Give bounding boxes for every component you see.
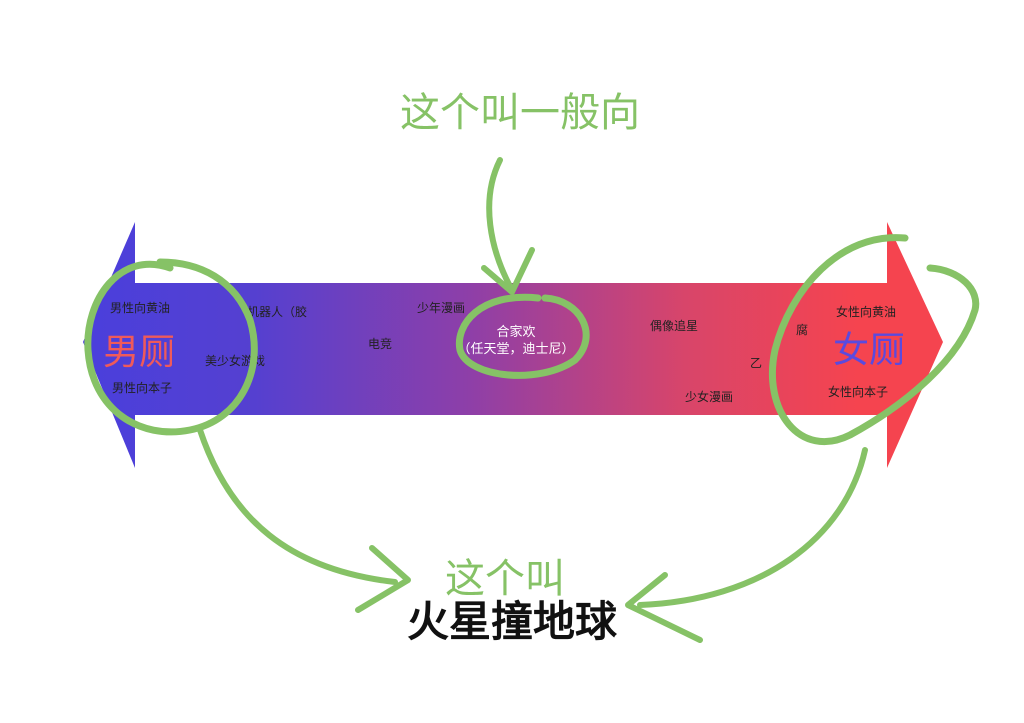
item-esports: 电竞 [368, 337, 392, 351]
item-family-line1: 合家欢 [496, 324, 535, 340]
item-otome: 乙 [750, 356, 762, 370]
caption-line1: 这个叫 [445, 556, 565, 602]
item-shonen: 少年漫画 [417, 301, 465, 315]
item-fujo: 腐 [796, 322, 808, 337]
double-arrow [83, 222, 943, 468]
title: 这个叫一般向 [400, 90, 640, 136]
caption-line2: 火星撞地球 [407, 597, 618, 646]
item-family-line2: （任天堂，迪士尼） [457, 342, 574, 357]
annotation-strokes [84, 157, 980, 643]
item-idol: 偶像追星 [650, 318, 698, 333]
item-robot: 机器人（胶 [247, 304, 307, 319]
right-bottom-label: 女性向本子 [828, 384, 888, 399]
right-top-label: 女性向黄油 [836, 304, 896, 319]
left-bottom-label: 男性向本子 [112, 380, 172, 395]
item-shojo: 少女漫画 [685, 389, 733, 404]
left-end-label: 男厕 [103, 332, 175, 373]
right-end-label: 女厕 [833, 330, 905, 371]
left-top-label: 男性向黄油 [110, 300, 170, 315]
